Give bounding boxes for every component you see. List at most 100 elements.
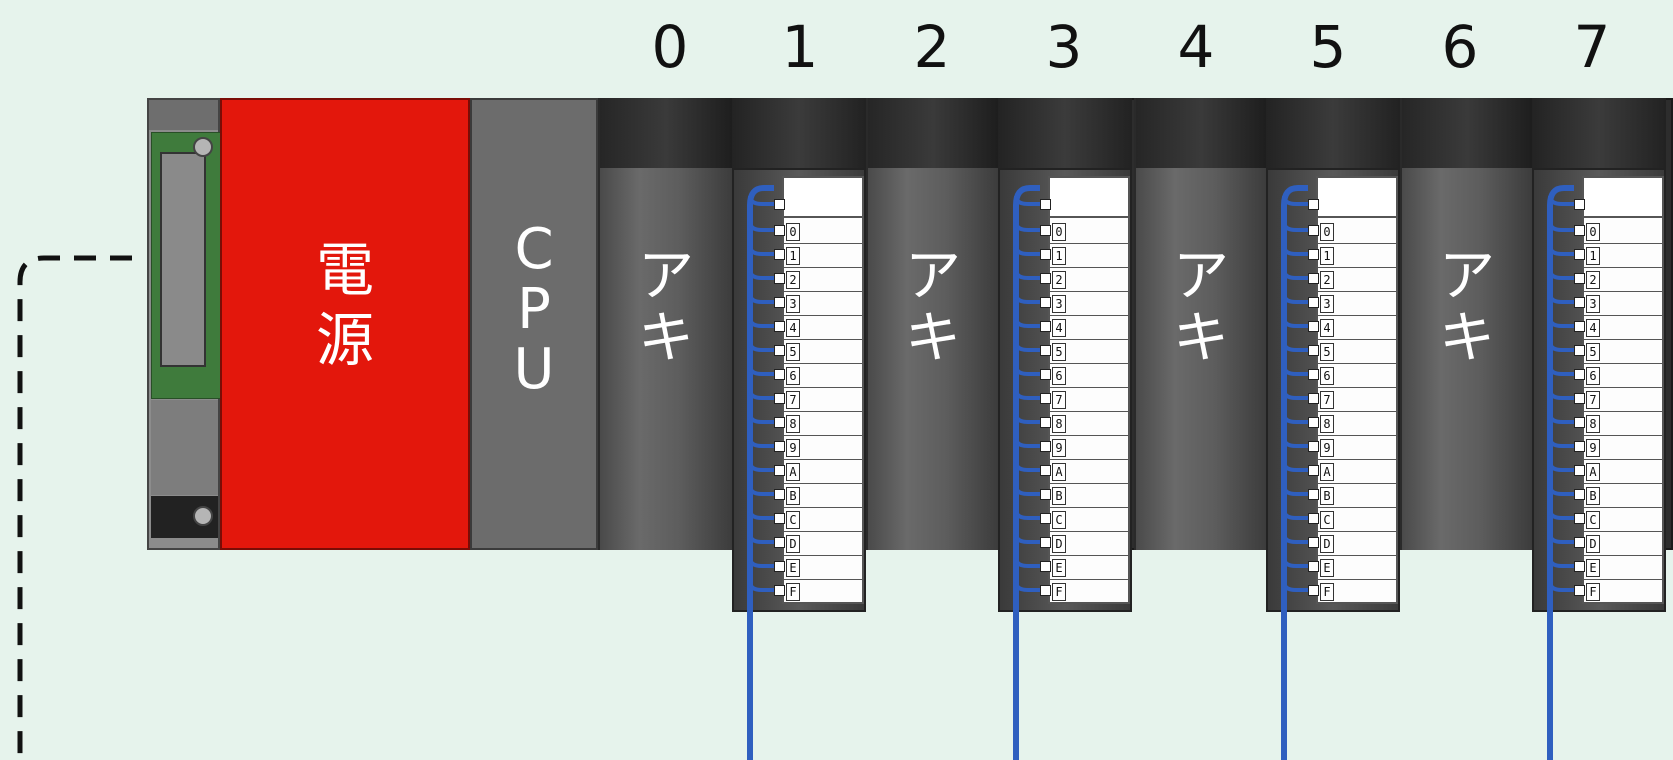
- io-cable-branch: [748, 293, 774, 304]
- terminal-address-label: 6: [786, 367, 800, 385]
- empty-slot-4[interactable]: ア キ: [1134, 98, 1266, 550]
- io-cable-branch: [748, 581, 774, 592]
- terminal-pin: [774, 585, 785, 596]
- terminal-pin: [1040, 273, 1051, 284]
- terminal-address-label: 3: [1586, 295, 1600, 313]
- io-cable-branch: [1548, 195, 1574, 206]
- terminal-pin: [1040, 513, 1051, 524]
- terminal-pin: [774, 345, 785, 356]
- terminal-row: 2: [784, 268, 862, 292]
- terminal-pin: [1574, 537, 1585, 548]
- terminal-address-label: 9: [1052, 439, 1066, 457]
- terminal-pin: [774, 537, 785, 548]
- slot-number-2: 2: [913, 13, 951, 81]
- io-cable-trunk: [747, 185, 774, 760]
- terminal-address-label: E: [786, 559, 800, 577]
- terminal-block-header: [784, 178, 862, 218]
- empty-label-char-1: ア: [1173, 244, 1229, 309]
- terminal-address-label: E: [1586, 559, 1600, 577]
- io-cable-branch: [748, 221, 774, 232]
- terminal-row: D: [1318, 532, 1396, 556]
- terminal-row: 3: [784, 292, 862, 316]
- terminal-pin: [1308, 345, 1319, 356]
- terminal-row: 3: [1318, 292, 1396, 316]
- io-cable-branch: [1282, 245, 1308, 256]
- io-cable-branch: [1014, 533, 1040, 544]
- terminal-pin: [774, 465, 785, 476]
- slot-top: [868, 98, 998, 168]
- io-cable-branch: [1548, 245, 1574, 256]
- terminal-address-label: C: [1586, 511, 1600, 529]
- terminal-pin: [1308, 225, 1319, 236]
- terminal-address-label: F: [1052, 583, 1066, 601]
- screw-icon: [193, 137, 213, 157]
- io-cable-branch: [748, 437, 774, 448]
- io-cable-branch: [1282, 581, 1308, 592]
- empty-label-char-2: キ: [905, 306, 961, 371]
- terminal-address-label: B: [1052, 487, 1066, 505]
- terminal-pin: [1308, 489, 1319, 500]
- terminal-pin: [1574, 489, 1585, 500]
- terminal-pin: [1040, 417, 1051, 428]
- terminal-address-label: 5: [1052, 343, 1066, 361]
- terminal-row: 6: [1318, 364, 1396, 388]
- slot-number-4: 4: [1177, 13, 1215, 81]
- terminal-address-label: 3: [1320, 295, 1334, 313]
- terminal-pin: [774, 369, 785, 380]
- terminal-row: 3: [1050, 292, 1128, 316]
- terminal-row: C: [1584, 508, 1662, 532]
- terminal-row: B: [784, 484, 862, 508]
- slot-top: [600, 98, 732, 168]
- terminal-block-header: [1584, 178, 1662, 218]
- terminal-row: 6: [1584, 364, 1662, 388]
- terminal-row: 1: [1584, 244, 1662, 268]
- slot-number-7: 7: [1573, 13, 1611, 81]
- io-cable-branch: [748, 485, 774, 496]
- terminal-address-label: F: [1586, 583, 1600, 601]
- empty-slot-6[interactable]: ア キ: [1400, 98, 1532, 550]
- power-supply-module[interactable]: 電 源: [220, 98, 470, 550]
- io-module-top: [732, 98, 866, 168]
- terminal-address-label: 9: [786, 439, 800, 457]
- terminal-row: 2: [1050, 268, 1128, 292]
- terminal-pin: [1308, 369, 1319, 380]
- terminal-pin: [774, 513, 785, 524]
- screw-icon: [193, 506, 213, 526]
- terminal-row: B: [1584, 484, 1662, 508]
- terminal-pin: [774, 561, 785, 572]
- expansion-connector: [160, 152, 206, 367]
- cpu-module[interactable]: C P U: [470, 98, 598, 550]
- terminal-pin: [1308, 537, 1319, 548]
- terminal-address-label: A: [1320, 463, 1334, 481]
- io-cable-branch: [748, 413, 774, 424]
- terminal-row: 6: [784, 364, 862, 388]
- terminal-row: F: [1318, 580, 1396, 604]
- io-cable-branch: [1014, 317, 1040, 328]
- slot-top: [1402, 98, 1532, 168]
- terminal-address-label: D: [1320, 535, 1334, 553]
- terminal-address-label: 1: [1052, 247, 1066, 265]
- empty-slot-0[interactable]: ア キ: [598, 98, 732, 550]
- terminal-row: 5: [1584, 340, 1662, 364]
- terminal-row: A: [1318, 460, 1396, 484]
- io-cable-trunk: [1281, 185, 1308, 760]
- io-cable-branch: [1548, 509, 1574, 520]
- empty-slot-2[interactable]: ア キ: [866, 98, 998, 550]
- terminal-address-label: 0: [1320, 223, 1334, 241]
- empty-label-char-1: ア: [1439, 244, 1495, 309]
- io-cable-branch: [1548, 293, 1574, 304]
- terminal-row: 8: [784, 412, 862, 436]
- terminal-address-label: F: [1320, 583, 1334, 601]
- terminal-row: 0: [1318, 220, 1396, 244]
- terminal-pin: [774, 321, 785, 332]
- io-cable-trunk: [1013, 185, 1040, 760]
- terminal-pin: [774, 273, 785, 284]
- io-module-top: [1532, 98, 1666, 168]
- io-cable-branch: [1014, 485, 1040, 496]
- io-cable-branch: [1282, 317, 1308, 328]
- io-cable-bundle: [1013, 185, 1040, 760]
- terminal-row: 5: [784, 340, 862, 364]
- terminal-address-label: D: [1586, 535, 1600, 553]
